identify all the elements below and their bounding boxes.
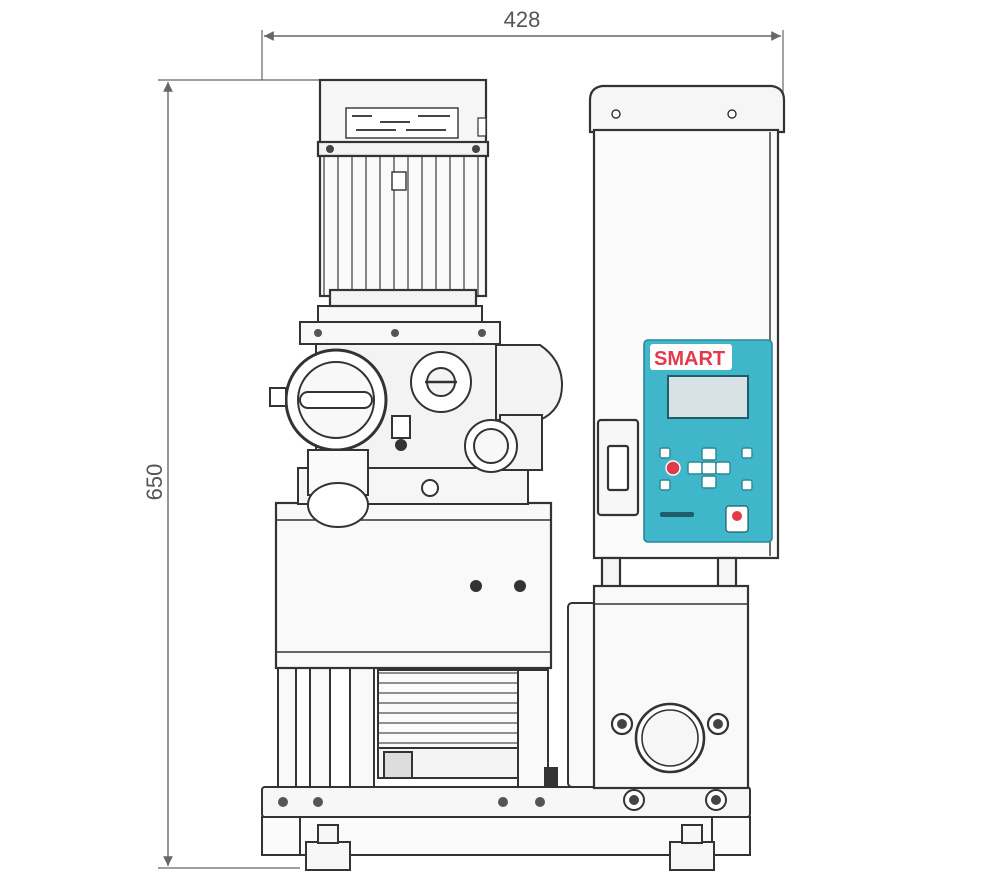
base-bolts [278, 797, 545, 807]
key-right-icon[interactable] [715, 461, 731, 475]
side-reducer [495, 344, 564, 421]
smart-control-panel: SMART [643, 339, 773, 543]
name-plate-marks [352, 115, 450, 131]
bolt-icon [278, 797, 288, 807]
foot-left [305, 841, 351, 871]
height-dimension: 650 [142, 79, 322, 869]
bolt-icon [472, 145, 480, 153]
bolt-icon [391, 329, 399, 337]
cabinet-standoff [600, 556, 622, 590]
base-frame [261, 786, 751, 871]
key-aux-icon[interactable] [741, 447, 753, 459]
foot-stem-left [317, 824, 339, 844]
bolt-icon [478, 329, 486, 337]
width-dimension-label: 428 [504, 7, 541, 32]
bolt-icon [713, 719, 723, 729]
foot-stem-right [681, 824, 703, 844]
key-center-icon[interactable] [701, 461, 717, 475]
frame-post [517, 669, 549, 788]
power-switch-icon[interactable] [606, 444, 630, 492]
discharge-block [592, 584, 750, 790]
bolt-icon [395, 439, 407, 451]
flange-bolts [314, 329, 486, 337]
key-down-icon[interactable] [701, 475, 717, 489]
motor-terminal [477, 117, 487, 137]
cap-screw [727, 109, 737, 119]
bolt-icon [313, 797, 323, 807]
key-left-icon[interactable] [687, 461, 703, 475]
bolt-icon [470, 580, 482, 592]
inlet-valve-bar [299, 391, 373, 409]
height-dimension-label: 650 [142, 464, 167, 501]
brand-label-box [650, 344, 732, 370]
pressure-knob [391, 415, 411, 439]
motor-terminal [383, 751, 413, 779]
cabinet-standoff [716, 556, 738, 590]
key-up-icon[interactable] [701, 447, 717, 461]
top-motor [316, 78, 490, 308]
bolt-icon [514, 580, 526, 592]
motor-adapter [317, 305, 483, 323]
key-aux-icon[interactable] [659, 479, 671, 491]
bolt-icon [629, 795, 639, 805]
cap-screw [611, 109, 621, 119]
bolt-icon [498, 797, 508, 807]
control-panel-face [643, 339, 773, 543]
brand-label: SMART [654, 348, 725, 370]
motor-base-ring [328, 288, 478, 308]
bolt-icon [535, 797, 545, 807]
key-aux-icon[interactable] [741, 479, 753, 491]
cabinet-cap [588, 84, 786, 134]
pump-head-assembly [269, 305, 564, 528]
drain-plug [421, 479, 439, 497]
coupling-housing [567, 602, 597, 788]
key-aux-icon[interactable] [659, 447, 671, 459]
lower-frame [277, 602, 597, 788]
frame-post-left [277, 664, 297, 788]
card-slot [660, 512, 694, 517]
motor-ring [316, 140, 490, 158]
gearbox-cover [274, 501, 553, 670]
cover-box [274, 501, 553, 670]
frame-post [349, 667, 375, 788]
motor-plug [391, 171, 407, 191]
foot-right [669, 841, 715, 871]
stop-button-icon[interactable] [665, 460, 681, 476]
width-dimension: 428 [261, 7, 784, 95]
bolt-icon [711, 795, 721, 805]
inlet-handle [269, 387, 287, 407]
discharge-port [641, 709, 699, 767]
warning-sticker-mark [732, 511, 742, 521]
bolt-icon [326, 145, 334, 153]
outlet-port [473, 428, 509, 464]
keypad [659, 447, 753, 491]
display-screen [667, 375, 749, 419]
bolt-icon [314, 329, 322, 337]
frame-post [309, 664, 331, 788]
mounting-flange [299, 321, 501, 345]
drain-valve [544, 767, 558, 787]
bolt-icon [617, 719, 627, 729]
lower-motor-fins [377, 669, 519, 763]
outlet-pipe-end [307, 482, 369, 528]
